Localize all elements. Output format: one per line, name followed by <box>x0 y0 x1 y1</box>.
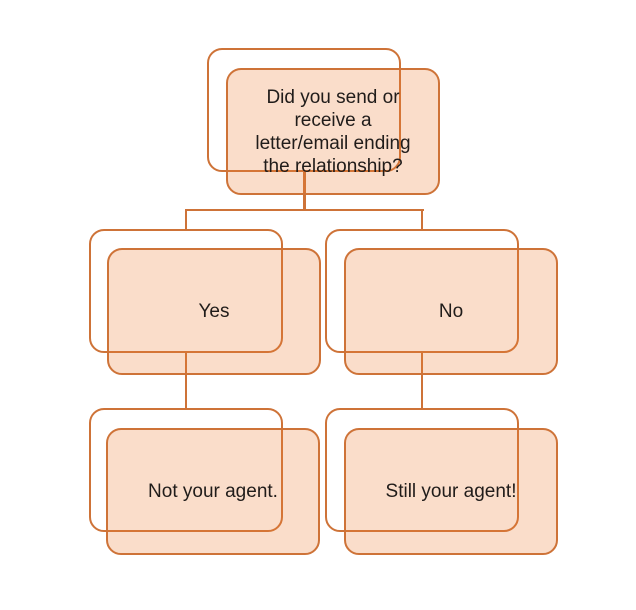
still-agent-node: Still your agent! <box>344 428 558 555</box>
question-node: Did you send or receive a letter/email e… <box>226 68 440 195</box>
not-agent-node: Not your agent. <box>106 428 320 555</box>
no-node: No <box>344 248 558 375</box>
connector-yes-to-not-agent <box>185 352 187 409</box>
yes-node: Yes <box>107 248 321 375</box>
connector-drop-to-no <box>421 209 423 230</box>
connector-drop-to-yes <box>185 209 187 230</box>
still-agent-node-shadow-card <box>325 408 519 532</box>
connector-question-stem <box>303 171 306 211</box>
not-agent-node-shadow-card <box>89 408 283 532</box>
connector-branch-horizontal <box>185 209 424 211</box>
connector-no-to-still-agent <box>421 352 423 409</box>
